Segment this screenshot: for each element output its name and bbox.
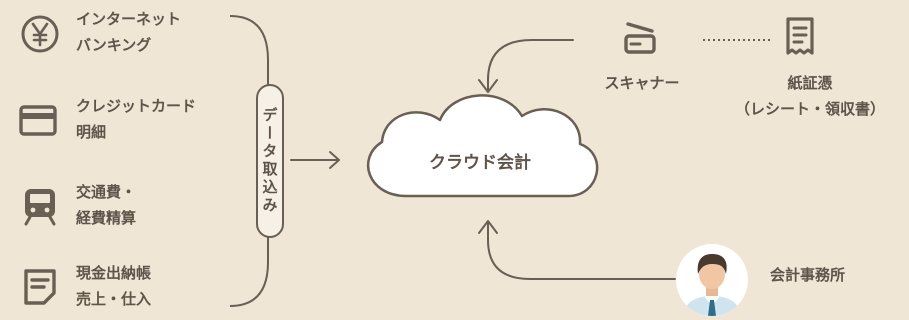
train-icon	[24, 189, 56, 226]
scanner-icon	[624, 22, 656, 54]
accountant-label: 会計事務所	[770, 266, 846, 284]
arrow-scanner-to-cloud	[478, 39, 574, 93]
receipt-icon	[786, 17, 814, 55]
arrow-to-cloud	[290, 151, 340, 169]
cloud-shape	[366, 94, 599, 198]
source-label-banking: インターネットバンキング	[76, 10, 182, 54]
credit-card-icon	[19, 105, 57, 136]
paper-receipt-label: 紙証憑（レシート・領収書）	[734, 74, 885, 118]
source-label-credit-card: クレジットカード明細	[76, 97, 197, 141]
ledger-icon	[24, 269, 56, 305]
data-import-pill: データ取込み	[256, 84, 284, 238]
scanner-label: スキャナー	[604, 74, 680, 92]
cloud-accounting-label: クラウド会計	[429, 153, 531, 173]
source-label-expenses: 交通費・経費精算	[76, 183, 137, 227]
yen-icon	[21, 15, 59, 53]
accountant-avatar	[676, 244, 748, 316]
data-import-label: データ取込み	[260, 107, 279, 215]
arrow-accountant-to-cloud	[478, 220, 676, 280]
source-label-ledger: 現金出納帳売上・仕入	[76, 264, 152, 308]
